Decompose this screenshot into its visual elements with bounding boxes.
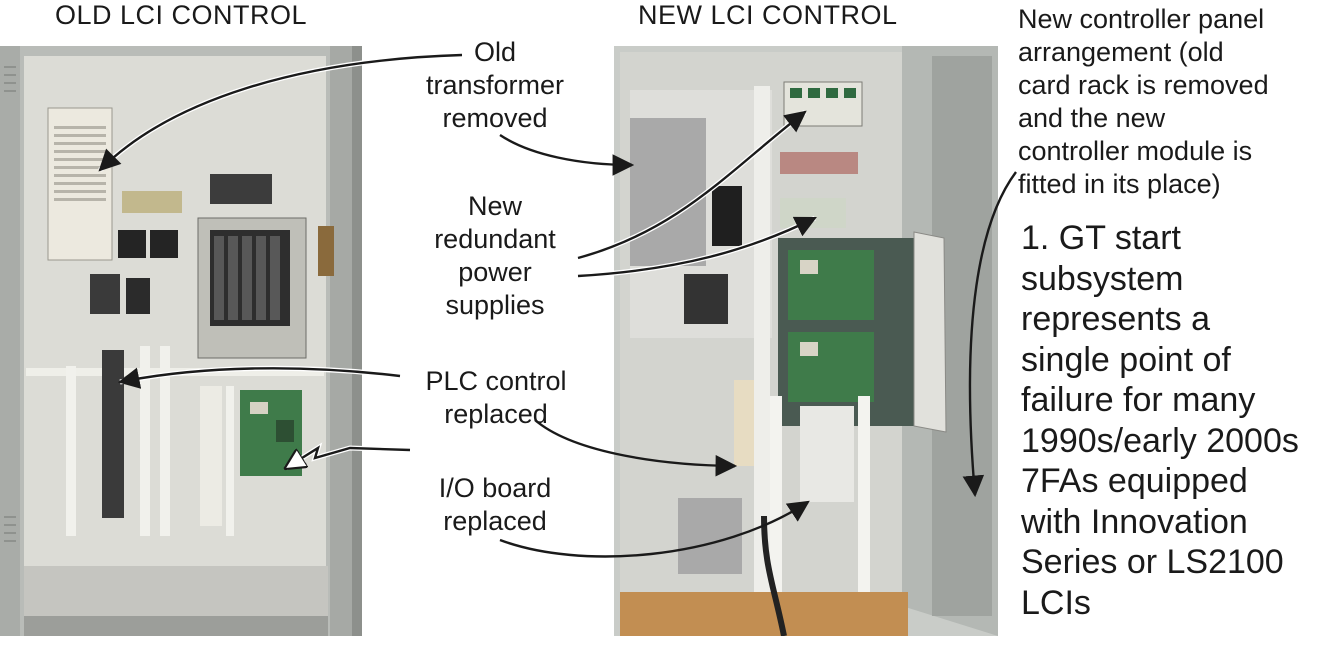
old-lci-cabinet-photo <box>0 46 362 636</box>
note-line: New controller panel <box>1018 4 1265 34</box>
callout-line: Old <box>473 37 517 67</box>
callout-line: I/O board <box>438 473 552 503</box>
callout-old-transformer: Old transformer removed <box>400 36 590 135</box>
callout-line: power <box>458 257 532 287</box>
callout-line: removed <box>442 103 548 133</box>
note-line: LCIs <box>1021 583 1091 622</box>
callout-io-board: I/O board replaced <box>400 472 590 538</box>
controller-arrangement-note: New controller panel arrangement (old ca… <box>1018 3 1269 201</box>
note-line: with Innovation <box>1021 502 1248 541</box>
callout-line: replaced <box>444 399 548 429</box>
callout-line: supplies <box>445 290 545 320</box>
note-line: 7FAs equipped <box>1021 462 1248 500</box>
callout-plc-control: PLC control replaced <box>396 365 596 431</box>
note-line: fitted in its place) <box>1018 169 1221 199</box>
callout-line: redundant <box>434 224 556 254</box>
gt-start-summary-note: 1. GT start subsystem represents a singl… <box>1021 218 1299 623</box>
callout-line: replaced <box>443 506 547 536</box>
note-line: card rack is removed <box>1018 70 1269 100</box>
note-line: controller module is <box>1018 136 1253 166</box>
note-line: represents a <box>1021 300 1210 338</box>
note-line: Series or LS2100 <box>1021 543 1284 581</box>
callout-line: New <box>467 191 522 221</box>
note-line: 1. GT start <box>1021 219 1181 257</box>
old-panel-title: OLD LCI CONTROL <box>55 0 308 30</box>
note-line: and the new <box>1018 103 1166 133</box>
arrow-transformer-new <box>499 134 635 176</box>
note-line: failure for many <box>1021 381 1256 419</box>
new-lci-cabinet-photo <box>614 46 998 636</box>
callout-line: PLC control <box>425 366 567 396</box>
note-line: arrangement (old <box>1018 37 1224 67</box>
note-line: single point of <box>1021 340 1231 379</box>
callout-line: transformer <box>425 70 565 100</box>
note-line: 1990s/early 2000s <box>1021 421 1299 460</box>
callout-power-supplies: New redundant power supplies <box>400 190 590 322</box>
new-panel-title: NEW LCI CONTROL <box>638 0 898 30</box>
note-line: subsystem <box>1021 259 1184 298</box>
